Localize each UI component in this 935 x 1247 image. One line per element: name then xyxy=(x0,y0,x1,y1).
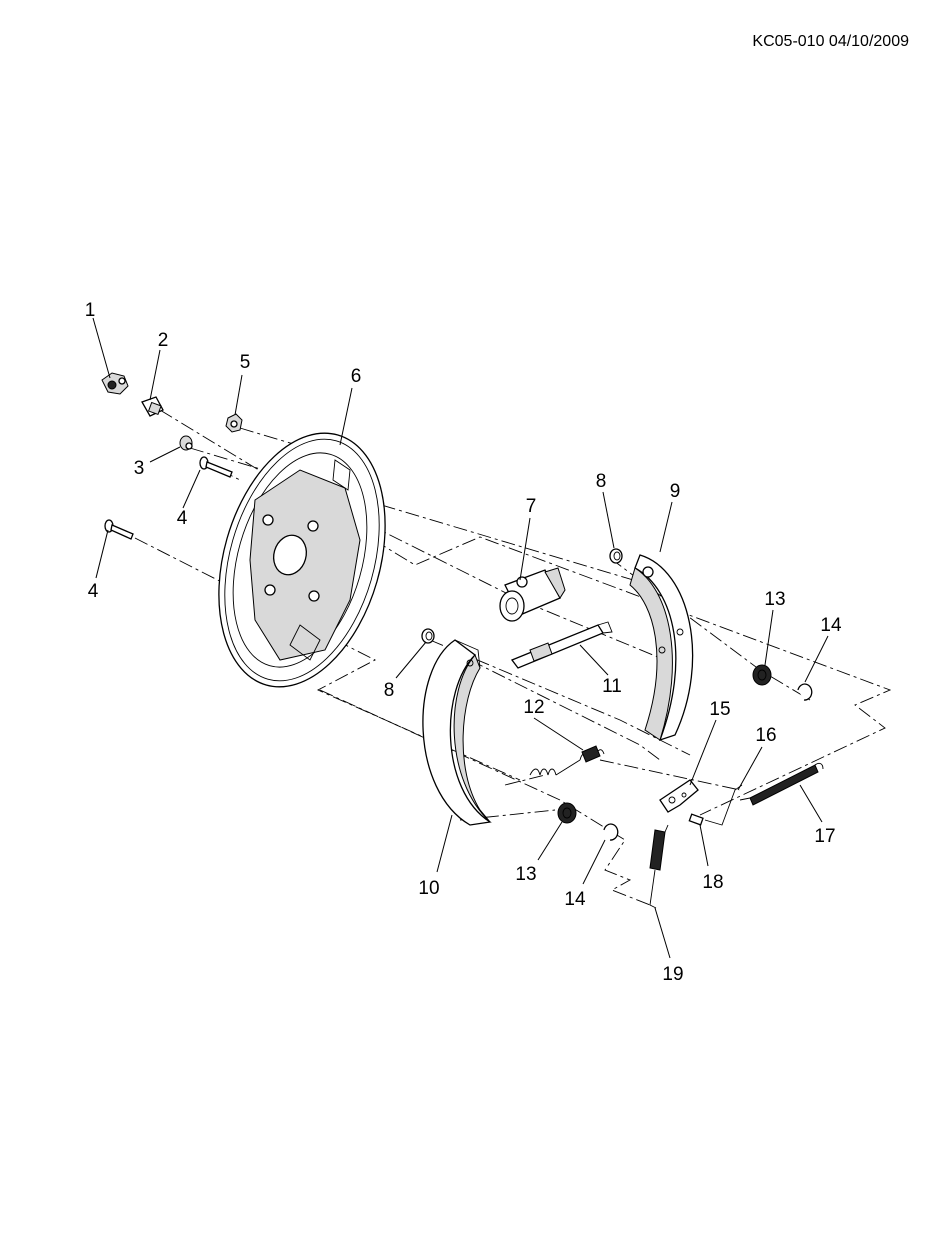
callout-8b: 8 xyxy=(384,680,395,701)
callout-11: 11 xyxy=(602,676,622,697)
callout-2: 2 xyxy=(158,330,169,351)
callout-labels: 1 2 3 4 4 5 6 7 8 8 9 10 11 12 13 13 14 … xyxy=(85,300,842,985)
callout-8a: 8 xyxy=(596,471,607,492)
callout-4b: 4 xyxy=(88,581,99,602)
adjuster-strut-part xyxy=(510,621,613,669)
callout-13b: 13 xyxy=(515,864,536,885)
bleeder-cap-part xyxy=(101,372,129,395)
leader-lines xyxy=(92,317,829,959)
hold-down-spring-right-part xyxy=(752,664,772,686)
brake-shoe-left-part xyxy=(422,639,492,826)
wheel-cylinder-part xyxy=(499,567,566,622)
brake-shoe-right-part xyxy=(629,554,694,742)
bolt-upper-part xyxy=(199,456,233,478)
bolt-lower-part xyxy=(104,519,134,540)
callout-18: 18 xyxy=(702,872,723,893)
callout-5: 5 xyxy=(240,352,251,373)
clip-upper-part xyxy=(609,548,623,564)
plug-part xyxy=(179,435,193,451)
callout-14b: 14 xyxy=(564,889,586,910)
nut-part xyxy=(225,413,243,433)
callout-10: 10 xyxy=(418,878,439,899)
adjuster-lever-part xyxy=(659,779,699,813)
callout-4a: 4 xyxy=(177,508,188,529)
callout-13a: 13 xyxy=(764,589,785,610)
callout-15: 15 xyxy=(709,699,730,720)
callout-14a: 14 xyxy=(820,615,842,636)
diagram-code: KC05-010 04/10/2009 xyxy=(752,33,909,50)
callout-3: 3 xyxy=(134,458,145,479)
callout-9: 9 xyxy=(670,481,681,502)
callout-7: 7 xyxy=(526,496,537,517)
pin-part xyxy=(688,813,704,826)
callout-16: 16 xyxy=(755,725,776,746)
clip-lower-part xyxy=(421,628,435,644)
callout-6: 6 xyxy=(351,366,362,387)
upper-return-spring-part xyxy=(529,745,605,776)
hold-down-spring-left-part xyxy=(557,802,577,824)
backing-plate-part xyxy=(218,432,386,688)
callout-19: 19 xyxy=(662,964,683,985)
adjuster-spring-part xyxy=(649,824,669,909)
bleeder-screw-part xyxy=(141,396,164,417)
parking-lever-link-part xyxy=(704,784,743,826)
lower-spring-part xyxy=(739,762,824,806)
retainer-left-part xyxy=(603,823,619,841)
callout-17: 17 xyxy=(814,826,835,847)
retainer-right-part xyxy=(797,683,813,701)
callout-1: 1 xyxy=(85,300,96,321)
callout-12: 12 xyxy=(523,697,544,718)
